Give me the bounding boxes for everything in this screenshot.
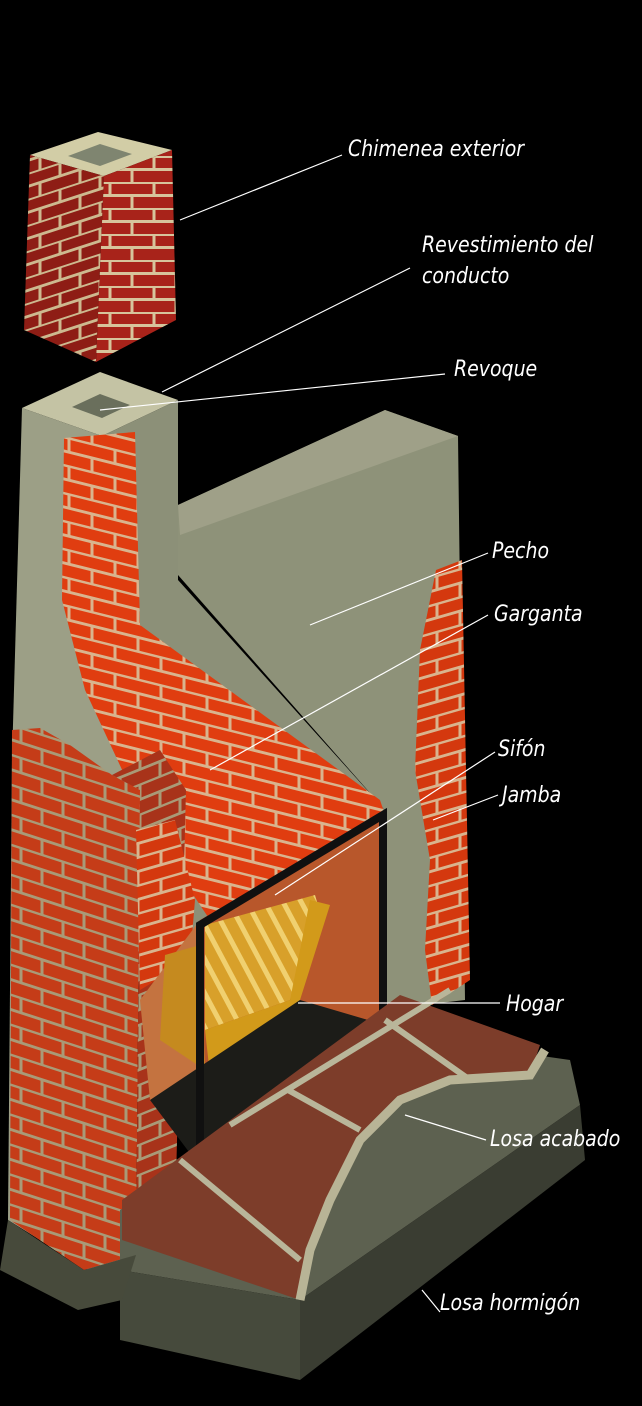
- outer-chimney-stack: [24, 132, 176, 362]
- hearth-finish-bricks: [122, 995, 540, 1300]
- left-pier-front: [10, 728, 140, 1270]
- leader-losa-hormigon: [421, 1289, 441, 1313]
- label-hogar: Hogar: [506, 992, 564, 1017]
- leader-pecho: [309, 552, 489, 626]
- label-chimenea-exterior: Chimenea exterior: [348, 137, 525, 162]
- breast-top-edge: [178, 410, 458, 535]
- jamb-bricks: [415, 560, 470, 1005]
- breast-plaster-back: [178, 410, 465, 1010]
- firebox-floor: [150, 1000, 385, 1160]
- firebox-frame: [196, 807, 387, 1150]
- chimney-flue-opening: [68, 144, 132, 166]
- leader-garganta: [209, 614, 489, 771]
- firebox: [140, 807, 387, 1160]
- leader-lines: [99, 154, 500, 1313]
- leader-losa-acabado: [404, 1114, 487, 1141]
- leader-revoque: [99, 373, 446, 411]
- firebox-gold-left: [160, 945, 205, 1070]
- hearth: [0, 987, 585, 1380]
- hearth-broken-edge: [295, 1047, 549, 1301]
- label-sifon: Sifón: [498, 737, 546, 762]
- flue-column-opening: [72, 394, 130, 418]
- label-revoque: Revoque: [454, 357, 538, 382]
- leader-sifon: [274, 751, 496, 896]
- label-garganta: Garganta: [494, 602, 583, 627]
- chimney-side-face: [96, 150, 176, 362]
- firebox-gold-floor: [205, 900, 330, 1075]
- leader-chimenea: [179, 154, 343, 221]
- label-jamba: Jamba: [502, 783, 562, 808]
- label-losa-acabado: Losa acabado: [490, 1127, 621, 1152]
- concrete-slab-side: [300, 1105, 585, 1380]
- label-revestimiento-line1: Revestimiento del: [422, 233, 594, 258]
- chimney-front-face: [24, 155, 104, 362]
- hearth-mortar-lines: [178, 987, 472, 1263]
- label-losa-hormigon: Losa hormigón: [440, 1291, 581, 1316]
- label-pecho: Pecho: [492, 539, 550, 564]
- concrete-slab-front: [120, 1270, 300, 1380]
- label-revestimiento-line2: conducto: [422, 264, 510, 289]
- leader-jamba: [432, 794, 499, 821]
- left-pier-base: [0, 1220, 136, 1310]
- leader-revestimiento: [161, 267, 411, 393]
